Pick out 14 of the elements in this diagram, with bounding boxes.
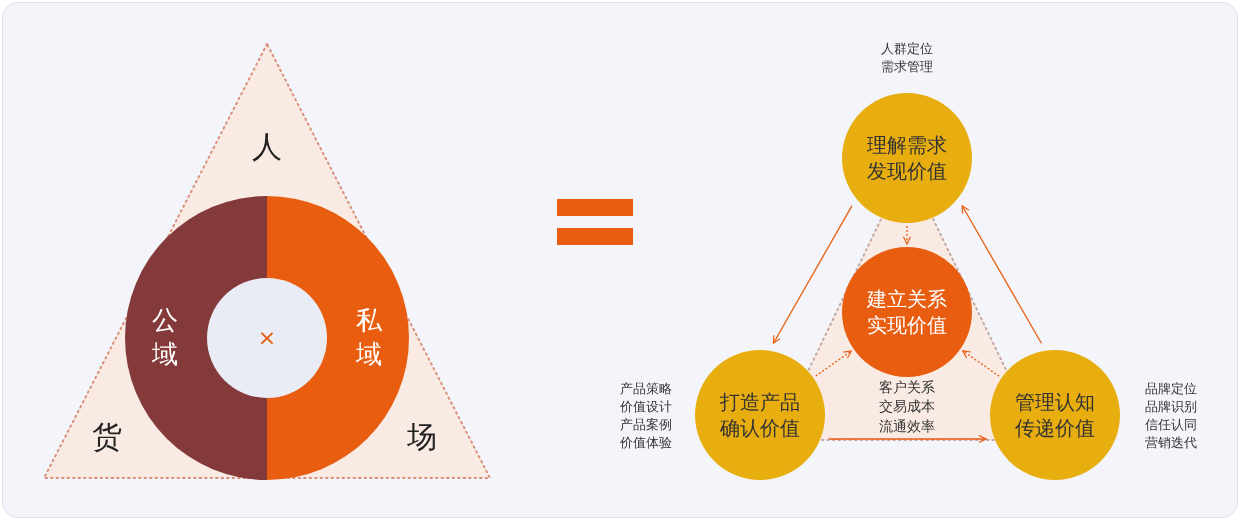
side-note: 产品策略价值设计产品案例价值体验 (620, 380, 673, 452)
arrow (772, 205, 853, 344)
side-note: 人群定位需求管理 (880, 40, 934, 76)
corner-label: 人 (252, 128, 282, 166)
arrow (902, 225, 912, 245)
corner-label: 场 (407, 418, 437, 456)
triangle-shape (42, 42, 492, 480)
corner-label: 货 (92, 418, 122, 456)
side-note: 品牌定位品牌识别信任认同营销迭代 (1145, 380, 1198, 452)
triangle-text: 客户关系交易成本流通效率 (878, 378, 936, 436)
arrow (962, 350, 1000, 377)
arrow (815, 350, 852, 377)
arrow (828, 434, 987, 444)
arrow (961, 205, 1043, 344)
